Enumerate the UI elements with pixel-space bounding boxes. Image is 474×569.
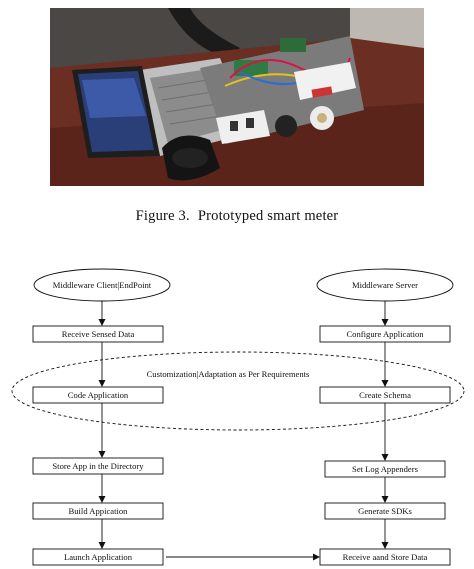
smart-meter-photo-drawing [50, 8, 424, 186]
server-step-label: Generate SDKs [358, 506, 412, 516]
server-step-box [324, 460, 446, 478]
server-step-label: Receive aand Store Data [343, 552, 428, 562]
server-step-box [319, 325, 451, 343]
client-step-box [32, 457, 164, 475]
server-step-label: Set Log Appenders [352, 464, 419, 474]
server-start-label: Middleware Server [352, 280, 418, 290]
client-start-label: Middleware Client|EndPoint [53, 280, 152, 290]
server-step-box [324, 502, 446, 520]
client-step-label: Receive Sensed Data [62, 329, 135, 339]
figure-caption: Figure 3. Prototyped smart meter [0, 208, 474, 225]
client-step-label: Store App in the Directory [52, 461, 144, 471]
server-step-box [319, 548, 451, 566]
client-step-box [32, 548, 164, 566]
client-step-label: Build Appication [69, 506, 129, 516]
smart-meter-photo [50, 8, 424, 186]
server-step-label: Create Schema [359, 390, 411, 400]
customization-band-label: Customization|Adaptation as Per Requirem… [147, 369, 310, 379]
server-steps: Configure Application Create Schema Set … [319, 325, 451, 566]
middleware-flowchart: Customization|Adaptation as Per Requirem… [11, 268, 465, 566]
figure-caption-text: Prototyped smart meter [197, 208, 339, 224]
customization-band [11, 351, 465, 431]
server-step-box [319, 386, 451, 404]
client-step-label: Code Application [68, 390, 129, 400]
server-step-label: Configure Application [346, 329, 424, 339]
figure-caption-label: Figure 3. [135, 208, 190, 224]
client-step-box [32, 502, 164, 520]
client-step-box [32, 325, 164, 343]
client-step-label: Launch Application [64, 552, 133, 562]
client-step-box [32, 386, 164, 404]
client-steps: Receive Sensed Data Code Application Sto… [32, 325, 164, 566]
